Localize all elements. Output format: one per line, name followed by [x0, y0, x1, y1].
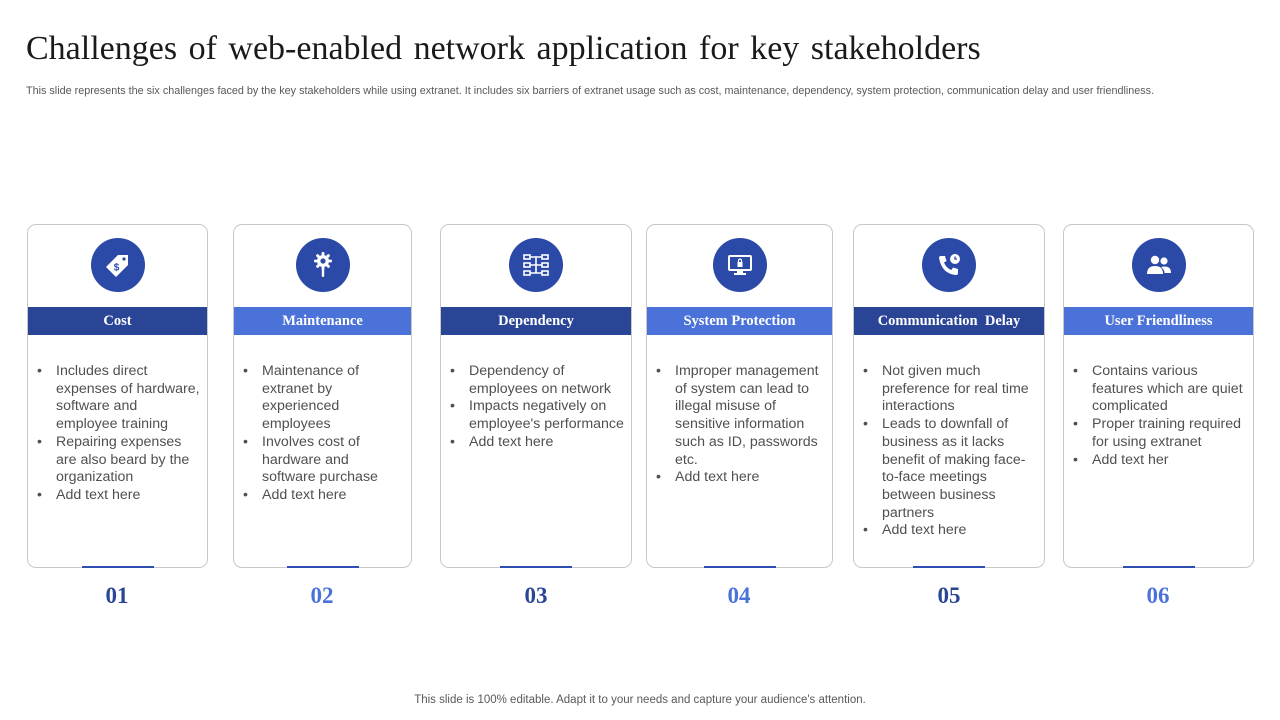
page-subtitle: This slide represents the six challenges…: [26, 85, 1155, 97]
bullet-item: Repairing expenses are also beard by the…: [37, 434, 201, 487]
card-heading: Dependency: [441, 307, 631, 335]
bullet-item: Contains various features which are quie…: [1073, 363, 1247, 416]
svg-text:$: $: [114, 263, 120, 274]
bullet-item: Add text here: [243, 487, 405, 505]
card-bullets: Contains various features which are quie…: [1073, 363, 1247, 470]
bullet-item: Maintenance of extranet by experienced e…: [243, 363, 405, 434]
card-number: 03: [524, 583, 548, 608]
card-number: 01: [105, 583, 129, 608]
bullet-item: Includes direct expenses of hardware, so…: [37, 363, 201, 434]
users-icon: [1132, 238, 1186, 292]
phone-clock-icon: [922, 238, 976, 292]
bullet-item: Add text here: [656, 469, 826, 487]
challenge-card-dependency: Dependency Dependency of employees on ne…: [440, 224, 632, 568]
bullet-item: Add text her: [1073, 452, 1247, 470]
bullet-item: Not given much preference for real time …: [863, 363, 1038, 416]
bullet-item: Impacts negatively on employee's perform…: [450, 398, 625, 433]
price-tag-icon: $: [91, 238, 145, 292]
card-heading: User Friendliness: [1064, 307, 1253, 335]
card-accent-line: [704, 566, 776, 568]
card-accent-line: [82, 566, 154, 568]
card-bullets: Dependency of employees on network Impac…: [450, 363, 625, 452]
card-accent-line: [1123, 566, 1195, 568]
card-number: 05: [937, 583, 961, 608]
bullet-item: Add text here: [450, 434, 625, 452]
monitor-lock-icon: [713, 238, 767, 292]
bullet-item: Add text here: [37, 487, 201, 505]
bullet-item: Improper management of system can lead t…: [656, 363, 826, 469]
footer-note: This slide is 100% editable. Adapt it to…: [414, 694, 866, 706]
card-bullets: Maintenance of extranet by experienced e…: [243, 363, 405, 505]
card-accent-line: [913, 566, 985, 568]
bullet-item: Dependency of employees on network: [450, 363, 625, 398]
card-heading: Maintenance: [234, 307, 411, 335]
page-title: Challenges of web-enabled network applic…: [26, 30, 981, 67]
card-bullets: Improper management of system can lead t…: [656, 363, 826, 487]
gear-maintenance-icon: [296, 238, 350, 292]
card-heading: Communication Delay: [854, 307, 1044, 335]
challenge-card-system-protection: System Protection Improper management of…: [646, 224, 833, 568]
card-heading: System Protection: [647, 307, 832, 335]
challenge-card-user-friendliness: User Friendliness Contains various featu…: [1063, 224, 1254, 568]
card-number: 06: [1146, 583, 1170, 608]
bullet-item: Add text here: [863, 522, 1038, 540]
card-heading: Cost: [28, 307, 207, 335]
bullet-item: Leads to downfall of business as it lack…: [863, 416, 1038, 522]
card-number: 02: [310, 583, 334, 608]
challenge-card-maintenance: Maintenance Maintenance of extranet by e…: [233, 224, 412, 568]
network-flow-icon: [509, 238, 563, 292]
card-bullets: Includes direct expenses of hardware, so…: [37, 363, 201, 505]
card-bullets: Not given much preference for real time …: [863, 363, 1038, 540]
card-accent-line: [500, 566, 572, 568]
card-number: 04: [727, 583, 751, 608]
challenge-card-communication-delay: Communication Delay Not given much prefe…: [853, 224, 1045, 568]
bullet-item: Proper training required for using extra…: [1073, 416, 1247, 451]
card-accent-line: [287, 566, 359, 568]
challenge-card-cost: $ Cost Includes direct expenses of hardw…: [27, 224, 208, 568]
bullet-item: Involves cost of hardware and software p…: [243, 434, 405, 487]
